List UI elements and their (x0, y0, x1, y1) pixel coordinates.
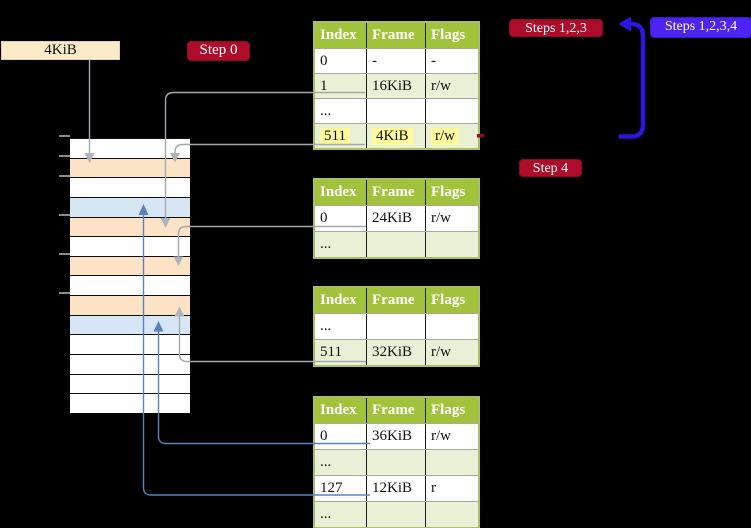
table-header-cell: Flags (425, 180, 478, 205)
highlighted-value: r/w (431, 127, 459, 145)
table-cell: 4KiB (366, 124, 425, 148)
table-cell (425, 232, 478, 257)
table-header-cell: Index (320, 402, 357, 418)
table-row: 0 -- (315, 48, 478, 73)
memory-row-white (70, 373, 190, 394)
page-size-label: 4KiB (1, 41, 120, 60)
table-cell: 32KiB (366, 340, 425, 365)
table-cell: ... (320, 454, 332, 470)
badge-step-0: Step 0 (187, 41, 250, 61)
badge-step-4: Step 4 (519, 159, 582, 177)
table-cell: 12KiB (366, 476, 425, 501)
table-row: ... (315, 501, 478, 527)
table-cell (366, 502, 425, 527)
table-cell: r (425, 476, 478, 501)
table-row: ... (315, 449, 478, 475)
table-cell: r/w (425, 424, 478, 449)
table-cell: ... (320, 236, 332, 252)
badge-steps-1-2-3-4: Steps 1,2,3,4 (650, 17, 751, 38)
table-header-cell: Frame (366, 288, 425, 313)
table-header-cell: Flags (425, 23, 478, 48)
table-cell: r/w (425, 340, 478, 365)
table-cell: 16KiB (366, 74, 425, 98)
table-cell (425, 99, 478, 123)
table-header-cell: Index (320, 184, 357, 200)
table-header-cell: Index (320, 292, 357, 308)
table-row: ... (315, 313, 478, 339)
memory-tick (59, 134, 70, 137)
table-header-cell: Index (320, 27, 357, 43)
table-cell (366, 99, 425, 123)
memory-row-peach (70, 216, 190, 237)
table-cell (366, 450, 425, 475)
memory-tick (59, 252, 70, 255)
table-cell (425, 314, 478, 339)
table-header-cell: Frame (366, 398, 425, 423)
table-cell: 0 (320, 52, 328, 69)
table-header-cell: Frame (366, 180, 425, 205)
memory-row-blue (70, 196, 190, 217)
table-cell: 0 (320, 428, 328, 444)
table-cell: ... (320, 102, 332, 119)
memory-row-white (70, 393, 190, 413)
table-cell: 36KiB (366, 424, 425, 449)
table-cell: 0 (320, 210, 328, 226)
memory-tick (59, 213, 70, 216)
memory-row-white (70, 236, 190, 256)
table-row: 511 4KiB r/w (315, 123, 478, 148)
table-cell: 1 (320, 77, 328, 94)
table-cell: r/w (425, 206, 478, 231)
table-cell: 24KiB (366, 206, 425, 231)
highlighted-value: 511 (320, 127, 350, 145)
arrowhead-left-icon (618, 16, 631, 32)
table-header-cell: Flags (425, 288, 478, 313)
memory-row-peach (70, 157, 190, 178)
memory-row-blue (70, 314, 190, 335)
memory-row-white (70, 354, 190, 374)
memory-row-peach (70, 255, 190, 276)
table-cell: - (425, 49, 478, 73)
table-cell: 511 (320, 344, 342, 360)
table-cell (366, 232, 425, 257)
table-cell: - (366, 49, 425, 73)
memory-strip (70, 138, 190, 413)
memory-row-white (70, 177, 190, 197)
table-cell: ... (320, 318, 332, 334)
highlighted-value: 4KiB (372, 127, 413, 145)
memory-row-white (70, 138, 190, 158)
table-cell: r/w (425, 124, 478, 148)
memory-row-peach (70, 295, 190, 315)
memory-tick (59, 291, 70, 294)
memory-row-white (70, 275, 190, 296)
badge-steps-1-2-3: Steps 1,2,3 (509, 19, 603, 37)
table-cell (366, 314, 425, 339)
memory-tick (59, 154, 70, 157)
memory-tick (59, 174, 70, 177)
table-cell: 127 (320, 480, 343, 496)
table-cell (425, 450, 478, 475)
table-cell (425, 502, 478, 527)
table-cell: ... (320, 506, 332, 522)
table-cell: r/w (425, 74, 478, 98)
recursive-loop-arrow (618, 21, 646, 139)
table-cell: 511 (315, 124, 366, 148)
table-row: ... (315, 231, 478, 257)
table-row: ... (315, 98, 478, 123)
table-header-cell: Frame (366, 23, 425, 48)
memory-row-white (70, 334, 190, 355)
table-header-cell: Flags (425, 398, 478, 423)
